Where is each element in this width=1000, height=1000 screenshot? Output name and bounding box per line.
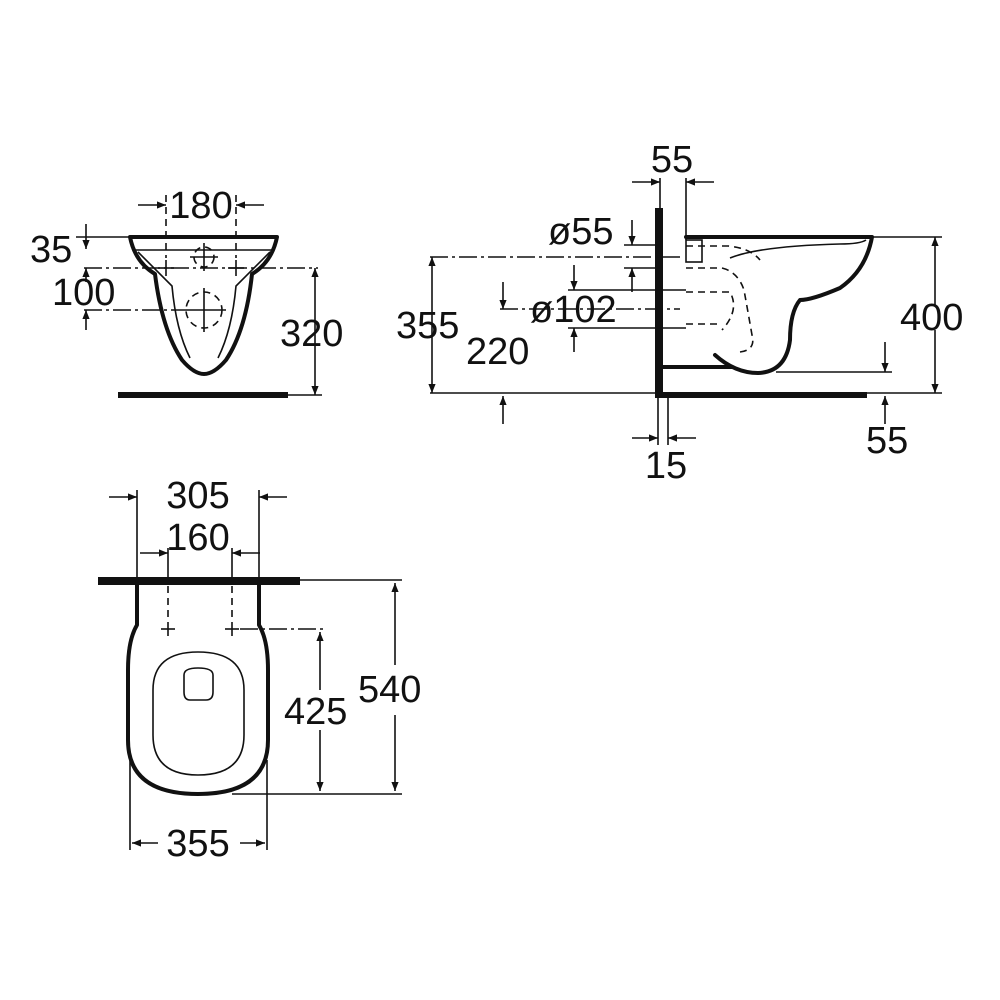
front-dim-100: 100 xyxy=(52,272,115,314)
front-dim-320: 320 xyxy=(280,313,343,355)
side-dim-dia-102: ø102 xyxy=(530,289,617,331)
top-bolt-left xyxy=(161,586,175,636)
side-dim-55-top: 55 xyxy=(651,139,693,181)
side-dim-220: 220 xyxy=(466,331,529,373)
top-dim-425: 425 xyxy=(284,691,347,733)
side-dim-355: 355 xyxy=(396,305,459,347)
top-wall-line xyxy=(98,577,300,585)
top-seat-notch xyxy=(183,667,214,701)
top-view: 305 160 540 425 355 xyxy=(98,475,421,865)
front-view: 180 35 100 320 xyxy=(30,185,343,398)
front-bowl-outline xyxy=(128,235,279,376)
side-dim-dia-55: ø55 xyxy=(548,211,613,253)
side-view: 55 ø55 ø102 355 220 400 xyxy=(396,139,963,487)
top-dim-540: 540 xyxy=(358,669,421,711)
side-dim-400: 400 xyxy=(900,297,963,339)
top-dim-160: 160 xyxy=(166,517,229,559)
top-dim-355: 355 xyxy=(166,823,229,865)
top-bolt-right xyxy=(225,586,239,636)
side-dim-55-base: 55 xyxy=(866,420,908,462)
top-dim-305: 305 xyxy=(166,475,229,517)
top-seat-outline xyxy=(152,651,245,776)
side-bowl-outline xyxy=(684,235,874,375)
front-bowl-inner xyxy=(137,251,271,359)
side-dim-15: 15 xyxy=(645,445,687,487)
side-floor xyxy=(663,392,867,398)
side-bowl-hidden xyxy=(686,245,761,353)
top-bowl-outline xyxy=(126,583,270,796)
front-dim-180: 180 xyxy=(169,185,232,227)
side-wall xyxy=(655,208,663,398)
front-floor-line xyxy=(118,392,288,398)
front-dim-35: 35 xyxy=(30,229,72,271)
